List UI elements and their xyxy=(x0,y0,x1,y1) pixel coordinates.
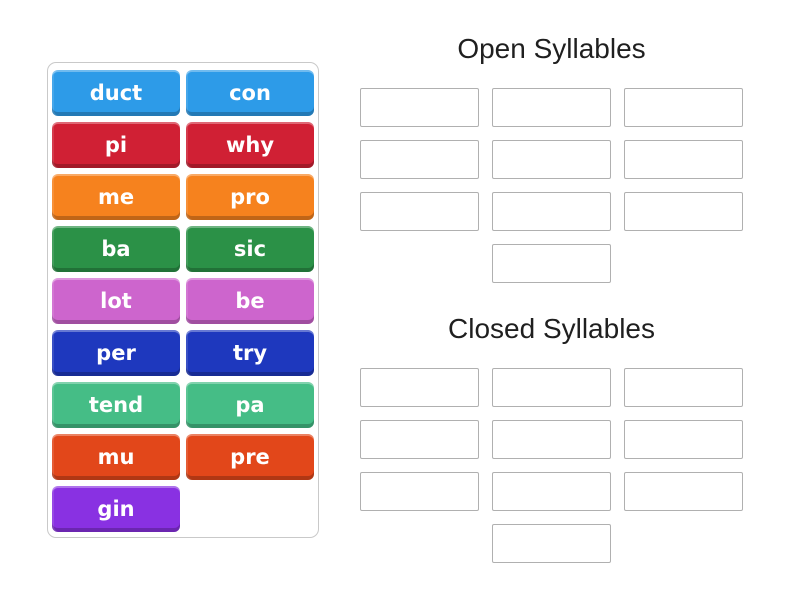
word-tile-tend[interactable]: tend xyxy=(52,382,180,428)
slot-row xyxy=(360,88,743,127)
word-tile-gin[interactable]: gin xyxy=(52,486,180,532)
drop-slot-closed-4[interactable] xyxy=(360,420,479,459)
drop-slot-open-3[interactable] xyxy=(624,88,743,127)
word-tile-lot[interactable]: lot xyxy=(52,278,180,324)
word-tile-pi[interactable]: pi xyxy=(52,122,180,168)
drop-slot-closed-8[interactable] xyxy=(492,472,611,511)
word-tile-mu[interactable]: mu xyxy=(52,434,180,480)
drop-slot-open-9[interactable] xyxy=(624,192,743,231)
group-title-closed-syllables: Closed Syllables xyxy=(448,313,655,344)
word-tile-me[interactable]: me xyxy=(52,174,180,220)
slot-row xyxy=(360,472,743,511)
drop-slot-open-5[interactable] xyxy=(492,140,611,179)
drop-slot-open-4[interactable] xyxy=(360,140,479,179)
word-tile-pre[interactable]: pre xyxy=(186,434,314,480)
word-tile-why[interactable]: why xyxy=(186,122,314,168)
slot-row xyxy=(360,192,743,231)
drop-slot-closed-3[interactable] xyxy=(624,368,743,407)
group-title-open-syllables: Open Syllables xyxy=(457,33,646,64)
word-tile-con[interactable]: con xyxy=(186,70,314,116)
slot-row xyxy=(360,368,743,407)
word-tile-try[interactable]: try xyxy=(186,330,314,376)
word-tile-be[interactable]: be xyxy=(186,278,314,324)
word-tile-pro[interactable]: pro xyxy=(186,174,314,220)
drop-slot-closed-10[interactable] xyxy=(492,524,611,563)
slot-row xyxy=(360,420,743,459)
drop-slot-open-10[interactable] xyxy=(492,244,611,283)
group-closed-syllables: Closed Syllables xyxy=(360,310,743,576)
drop-slot-open-1[interactable] xyxy=(360,88,479,127)
drop-slot-closed-9[interactable] xyxy=(624,472,743,511)
drop-slot-closed-1[interactable] xyxy=(360,368,479,407)
slot-row xyxy=(360,524,743,563)
drop-slot-closed-7[interactable] xyxy=(360,472,479,511)
closed-syllables-slots xyxy=(360,368,743,563)
drop-slot-open-2[interactable] xyxy=(492,88,611,127)
drop-slot-closed-5[interactable] xyxy=(492,420,611,459)
open-syllables-slots xyxy=(360,88,743,283)
word-tile-ba[interactable]: ba xyxy=(52,226,180,272)
drop-slot-open-6[interactable] xyxy=(624,140,743,179)
slot-row xyxy=(360,244,743,283)
slot-row xyxy=(360,140,743,179)
word-tile-sic[interactable]: sic xyxy=(186,226,314,272)
word-tile-duct[interactable]: duct xyxy=(52,70,180,116)
drop-slot-closed-2[interactable] xyxy=(492,368,611,407)
drop-slot-open-8[interactable] xyxy=(492,192,611,231)
drop-slot-closed-6[interactable] xyxy=(624,420,743,459)
group-open-syllables: Open Syllables xyxy=(360,30,743,296)
drop-slot-open-7[interactable] xyxy=(360,192,479,231)
word-tile-per[interactable]: per xyxy=(52,330,180,376)
word-tile-pa[interactable]: pa xyxy=(186,382,314,428)
